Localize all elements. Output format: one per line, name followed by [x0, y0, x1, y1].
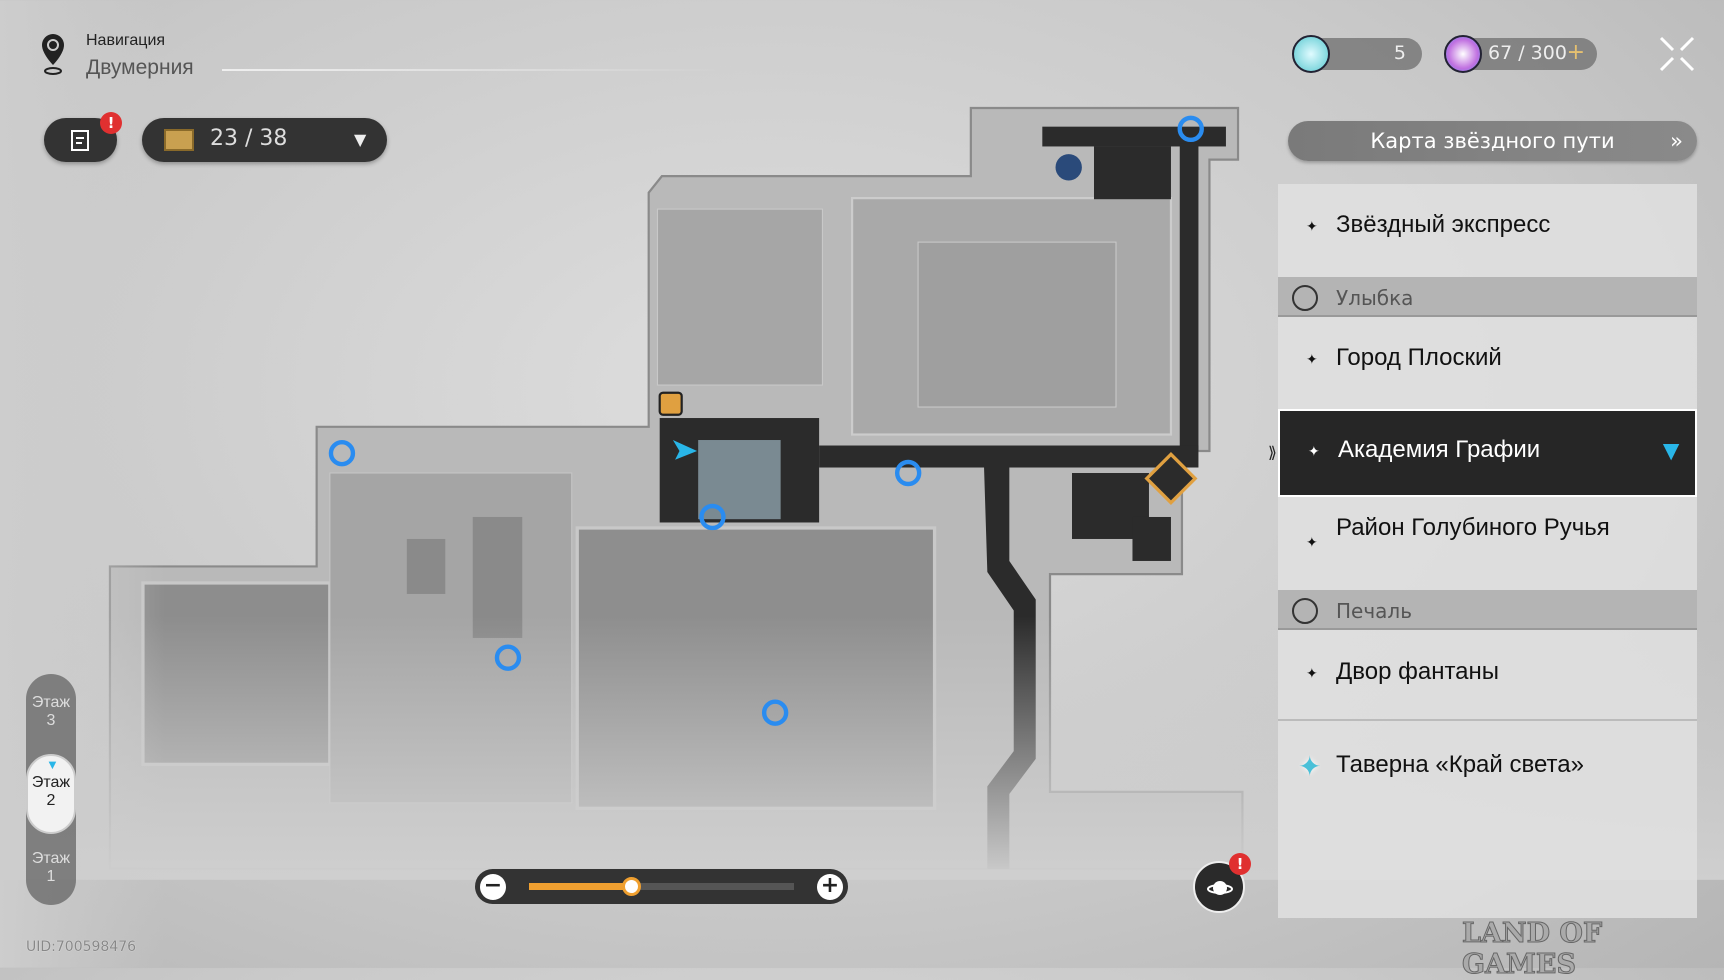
- section-header-smile: Улыбка: [1278, 277, 1697, 317]
- location-label: Район Голубиного Ручья: [1336, 514, 1610, 541]
- sad-face-icon: [1292, 598, 1318, 624]
- section-header-sadness: Печаль: [1278, 590, 1697, 630]
- floor-number: 3: [46, 712, 56, 729]
- fuel-orb-icon: [1292, 35, 1330, 73]
- star-icon: ✦: [1306, 665, 1318, 681]
- location-label: Таверна «Край света»: [1336, 751, 1584, 778]
- flower-marker-icon[interactable]: [1055, 154, 1082, 181]
- location-label: Город Плоский: [1336, 344, 1502, 371]
- zoom-out-button[interactable]: −: [480, 874, 506, 900]
- location-label: Двор фантаны: [1336, 658, 1500, 685]
- location-label: Академия Графии: [1338, 436, 1541, 463]
- teleport-icon[interactable]: [1177, 115, 1204, 143]
- teleport-icon[interactable]: [494, 644, 522, 671]
- location-label: Звёздный экспресс: [1336, 211, 1551, 238]
- location-item[interactable]: ✦ Двор фантаны: [1278, 631, 1697, 721]
- floor-number: 2: [46, 792, 56, 809]
- clipboard-icon: [71, 130, 89, 151]
- star-icon: ✦: [1308, 443, 1320, 459]
- zoom-slider-fill: [529, 883, 633, 890]
- notification-badge: !: [1229, 853, 1251, 875]
- floor-number: 1: [46, 868, 56, 885]
- planet-icon: [1207, 881, 1233, 895]
- teleport-icon[interactable]: [894, 459, 922, 487]
- zoom-control[interactable]: − +: [475, 869, 848, 904]
- notification-badge: !: [100, 112, 122, 134]
- location-list[interactable]: ✦ Звёздный экспресс Улыбка ✦ Город Плоский…: [1278, 184, 1697, 918]
- trailblaze-power-icon: [1444, 35, 1482, 73]
- section-label: Улыбка: [1336, 286, 1414, 310]
- star-icon: ✦: [1306, 218, 1318, 234]
- chest-icon: [164, 129, 194, 151]
- location-item-selected[interactable]: ✦ Академия Графии ▼: [1278, 409, 1697, 497]
- location-item[interactable]: ✦ Звёздный экспресс: [1278, 185, 1697, 275]
- fuel-value: 5: [1393, 42, 1406, 64]
- chest-count: 23 / 38: [210, 126, 288, 151]
- divider: [222, 69, 722, 71]
- section-label: Печаль: [1336, 599, 1412, 623]
- teleport-icon[interactable]: [699, 503, 726, 531]
- location-item[interactable]: ✦ Район Голубиного Ручья: [1278, 499, 1697, 587]
- zoom-slider-track[interactable]: [529, 877, 794, 896]
- teleport-icon[interactable]: [761, 699, 789, 726]
- user-id: UID:700598476: [26, 939, 137, 955]
- floor-label: Этаж: [31, 774, 71, 791]
- floor-label: Этаж: [31, 850, 71, 867]
- location-pin-icon: [42, 34, 64, 75]
- add-power-button[interactable]: +: [1566, 40, 1585, 65]
- area-name: Двумерния: [86, 56, 194, 79]
- smile-face-icon: [1292, 285, 1318, 311]
- double-chevron-right-icon: »: [1670, 129, 1683, 153]
- chevron-down-icon: ▼: [354, 130, 367, 149]
- zoom-slider-handle[interactable]: [622, 877, 642, 896]
- quest-log-button[interactable]: !: [44, 112, 122, 162]
- star-path-map-button[interactable]: Карта звёздного пути »: [1288, 121, 1697, 161]
- star-icon: ✦: [1306, 534, 1318, 550]
- location-item[interactable]: ✦ Город Плоский: [1278, 319, 1697, 407]
- pointer-arrow-icon: ⟫: [1268, 443, 1277, 462]
- floor-label: Этаж: [31, 694, 71, 711]
- player-arrow-icon: [672, 440, 698, 460]
- navigation-label: Навигация: [86, 32, 166, 49]
- zoom-in-button[interactable]: +: [817, 874, 843, 900]
- current-floor-icon: ▼: [46, 757, 59, 772]
- world-map-button[interactable]: !: [1193, 853, 1251, 913]
- teleport-markers: [328, 115, 1204, 726]
- tavern-star-icon: ✦: [1298, 751, 1322, 782]
- treasure-chest-dropdown[interactable]: 23 / 38 ▼: [142, 118, 387, 162]
- star-path-label: Карта звёздного пути: [1370, 129, 1615, 153]
- power-value: 67 / 300: [1488, 42, 1567, 64]
- watermark: LAND OF GAMES: [1462, 918, 1603, 980]
- close-icon[interactable]: [1658, 35, 1696, 73]
- location-item[interactable]: ✦ Таверна «Край света»: [1278, 724, 1697, 814]
- current-location-marker-icon: ▼: [1657, 435, 1685, 466]
- puzzle-icon[interactable]: [658, 391, 683, 416]
- boss-icon[interactable]: [1144, 451, 1198, 506]
- star-icon: ✦: [1306, 351, 1318, 367]
- teleport-icon[interactable]: [328, 440, 356, 467]
